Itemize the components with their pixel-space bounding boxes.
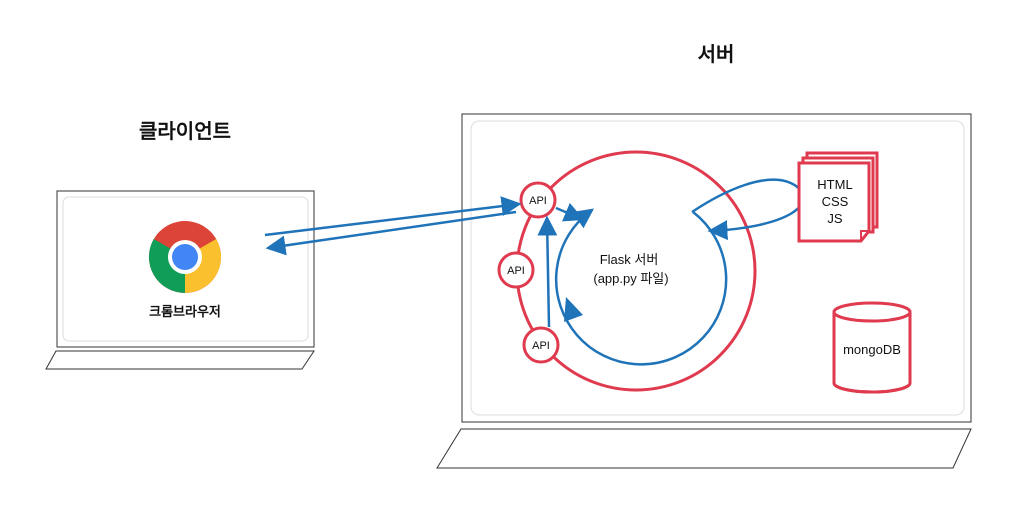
loop-arrowhead — [564, 297, 583, 322]
database-label: mongoDB — [843, 342, 901, 357]
static-files-stack: HTML CSS JS — [797, 151, 879, 243]
bottom-api-to-top-api-arrow — [537, 215, 558, 328]
api-node-bottom: API — [522, 326, 560, 364]
server-title: 서버 — [698, 42, 735, 66]
browser-label: 크롬브라우저 — [149, 304, 221, 320]
file-label-css: CSS — [822, 194, 849, 209]
api-node-top: API — [519, 181, 557, 219]
chrome-icon — [148, 221, 222, 293]
server-laptop — [436, 113, 972, 469]
mongodb-cylinder: mongoDB — [832, 301, 912, 394]
request-arrow — [264, 196, 522, 237]
api-label-middle: API — [507, 265, 525, 277]
file-label-html: HTML — [817, 177, 852, 192]
client-keyboard-base — [45, 350, 315, 370]
file-label-js: JS — [827, 211, 843, 226]
files-loop-arrow — [691, 178, 805, 241]
api-label-top: API — [529, 195, 547, 207]
flask-label-line1: Flask 서버 — [600, 252, 659, 267]
response-arrow — [265, 210, 517, 256]
api-label-bottom: API — [532, 340, 550, 352]
api-to-flask-arrow — [555, 202, 585, 222]
server-keyboard-base — [436, 428, 972, 469]
flask-label-line2: (app.py 파일) — [593, 271, 668, 286]
flask-loop — [554, 208, 728, 366]
client-title: 클라이언트 — [139, 119, 231, 143]
api-node-middle: API — [497, 251, 535, 289]
